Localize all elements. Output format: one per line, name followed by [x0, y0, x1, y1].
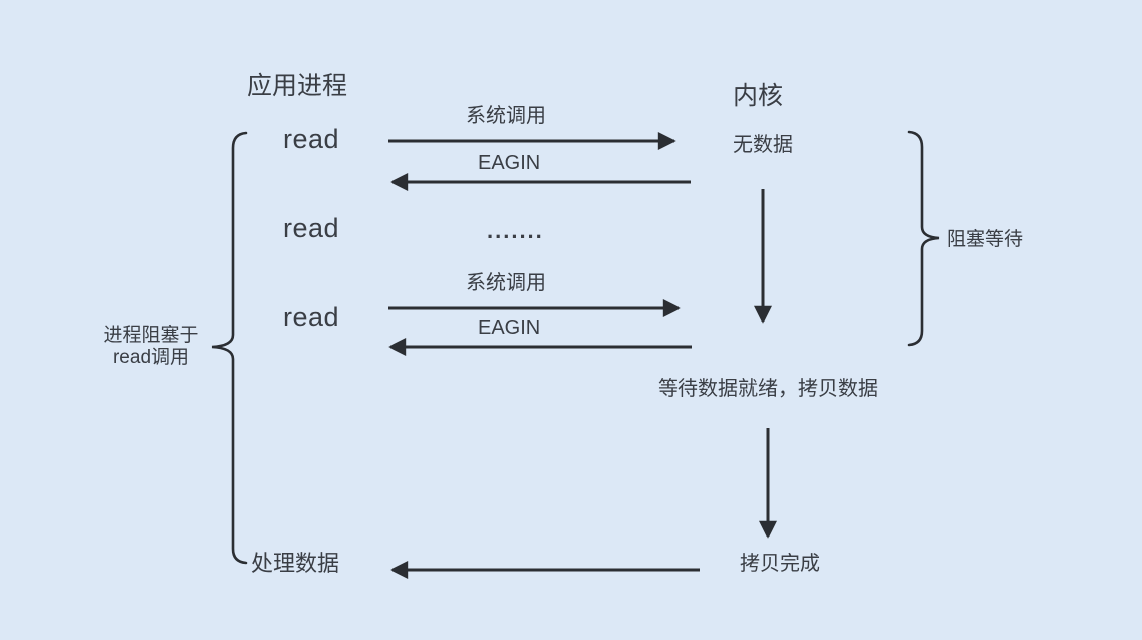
blocked-brace-label-line1: 进程阻塞于 [103, 325, 199, 346]
left-brace [211, 131, 248, 565]
no-data-label: 无数据 [733, 134, 793, 156]
syscall-label-1: 系统调用 [466, 105, 546, 127]
read-call-2: read [283, 213, 340, 243]
blocking-wait-label: 阻塞等待 [947, 229, 1024, 250]
read-call-1: read [283, 124, 340, 154]
wait-copy-label: 等待数据就绪，拷贝数据 [658, 378, 878, 400]
syscall-label-2: 系统调用 [466, 272, 546, 294]
blocked-brace-label-line2: read调用 [112, 346, 190, 368]
blocked-brace-label: 进程阻塞于 read调用 [95, 325, 207, 369]
app-process-title: 应用进程 [247, 72, 348, 100]
read-call-3: read [283, 302, 340, 332]
right-brace [907, 130, 940, 347]
eagin-label-1: EAGIN [478, 152, 541, 174]
eagin-label-2: EAGIN [478, 317, 541, 339]
copy-done-label: 拷贝完成 [740, 553, 820, 575]
process-data-label: 处理数据 [251, 551, 340, 576]
repeat-dots: ....... [487, 218, 544, 243]
kernel-title: 内核 [733, 82, 784, 110]
